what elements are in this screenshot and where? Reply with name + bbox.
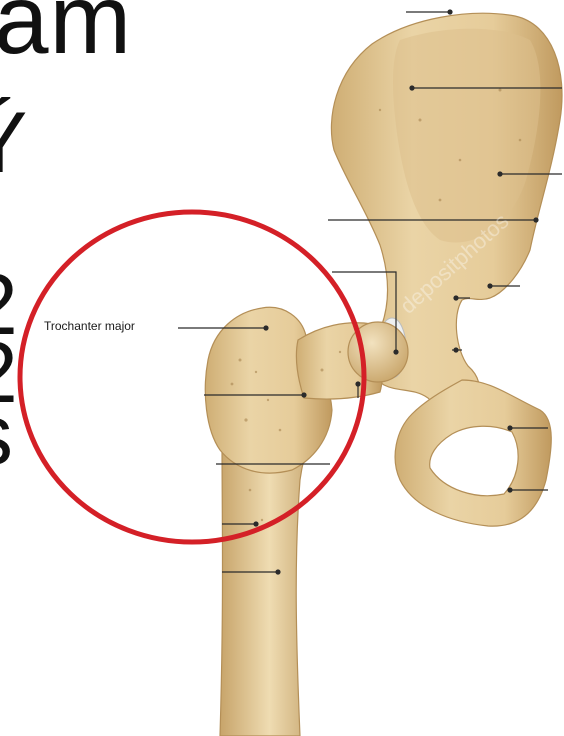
trochanter-major-label: Trochanter major xyxy=(44,319,135,333)
pubic-ischial-ring xyxy=(395,380,551,526)
